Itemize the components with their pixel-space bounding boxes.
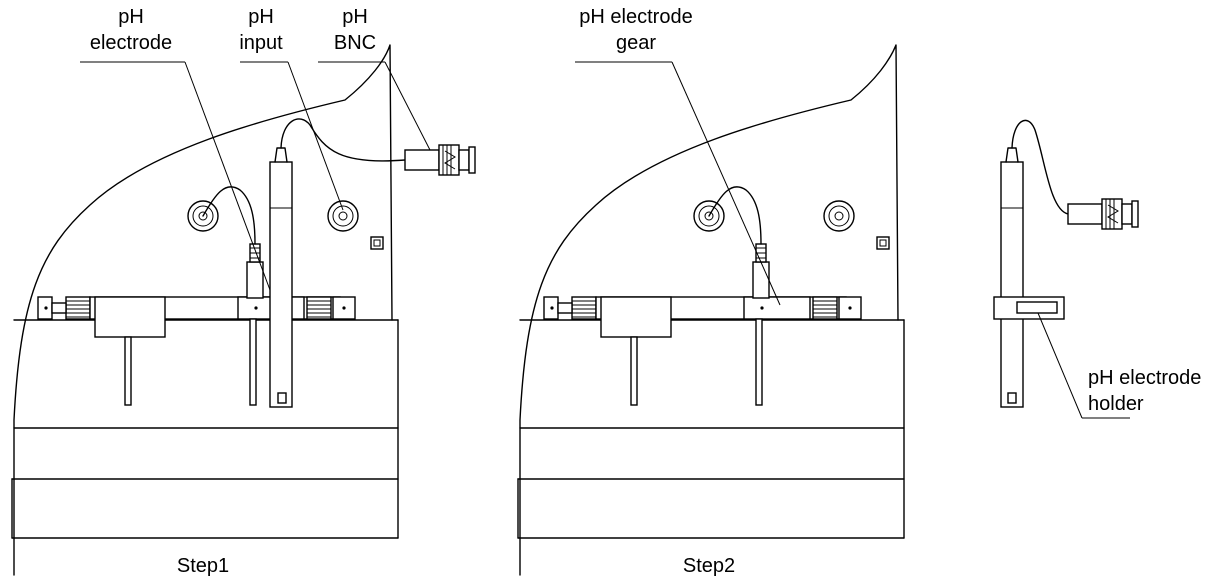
knurled-nut-icon	[306, 296, 332, 320]
rail-holder-block	[600, 296, 672, 338]
knurled-nut-icon	[65, 296, 91, 320]
knurled-nut-icon	[571, 296, 597, 320]
panel-step1: pH electrode pH input pH BNC Step1	[11, 6, 476, 577]
label-ph-electrode-line1: pH	[118, 6, 144, 28]
label-ph-electrode-gear-line2: gear	[616, 32, 656, 54]
holder-slot	[1016, 301, 1058, 314]
knurled-nut-icon	[812, 296, 838, 320]
label-ph-electrode-gear-line1: pH electrode	[579, 6, 692, 28]
panel-electrode-holder: pH electrode holder	[993, 119, 1201, 419]
label-ph-bnc-line2: BNC	[334, 32, 376, 54]
label-ph-input-line2: input	[239, 32, 283, 54]
ph-electrode	[269, 161, 293, 408]
stirrer-rod	[630, 336, 638, 406]
label-ph-input-line1: pH	[248, 6, 274, 28]
probe-rod	[755, 318, 763, 406]
instrument-body-outline	[519, 44, 899, 576]
label-ph-electrode-holder-line2: holder	[1088, 393, 1144, 415]
probe-upper	[752, 261, 770, 299]
bnc-connector-icon	[404, 144, 476, 176]
electrode-cable	[1011, 119, 1069, 215]
probe-cable	[202, 186, 256, 245]
electrode-cap	[274, 147, 288, 163]
label-ph-bnc-line1: pH	[342, 6, 368, 28]
ph-input-socket-icon	[823, 200, 855, 232]
ph-input-socket-icon	[327, 200, 359, 232]
label-ph-electrode-line2: electrode	[90, 32, 172, 54]
bracket-icon	[370, 236, 384, 250]
label-ph-electrode-holder-line1: pH electrode	[1088, 367, 1201, 389]
rail-holder-block	[94, 296, 166, 338]
bnc-connector-icon	[1067, 198, 1139, 230]
probe-cable	[708, 186, 762, 245]
electrode-cap	[1005, 147, 1019, 163]
caption-step2: Step2	[683, 555, 735, 577]
probe-upper	[246, 261, 264, 299]
bracket-icon	[876, 236, 890, 250]
ph-electrode	[1000, 161, 1024, 408]
instrument-body-outline	[13, 44, 393, 576]
electrode-cable	[280, 118, 406, 162]
electrode-gear-block	[743, 296, 811, 320]
stirrer-rod	[124, 336, 132, 406]
caption-step1: Step1	[177, 555, 229, 577]
panel-step2: pH electrode gear Step2	[517, 6, 905, 577]
probe-rod	[249, 318, 257, 406]
